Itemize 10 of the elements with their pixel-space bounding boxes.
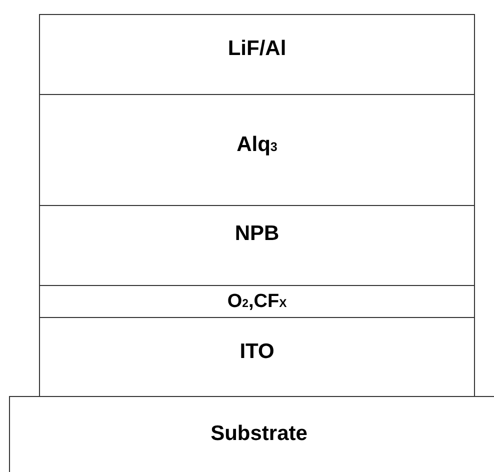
layer-box: [39, 14, 475, 95]
layer-label: Substrate: [210, 422, 308, 444]
layer-box: [39, 285, 475, 318]
layer-box: [39, 317, 475, 397]
layer-box: [39, 94, 475, 206]
layer-box: [39, 205, 475, 286]
layer-label: NPB: [234, 223, 280, 244]
layer-label: LiF/Al: [228, 38, 286, 59]
layer-box: [9, 396, 494, 472]
layer-label: ITO: [240, 340, 274, 362]
